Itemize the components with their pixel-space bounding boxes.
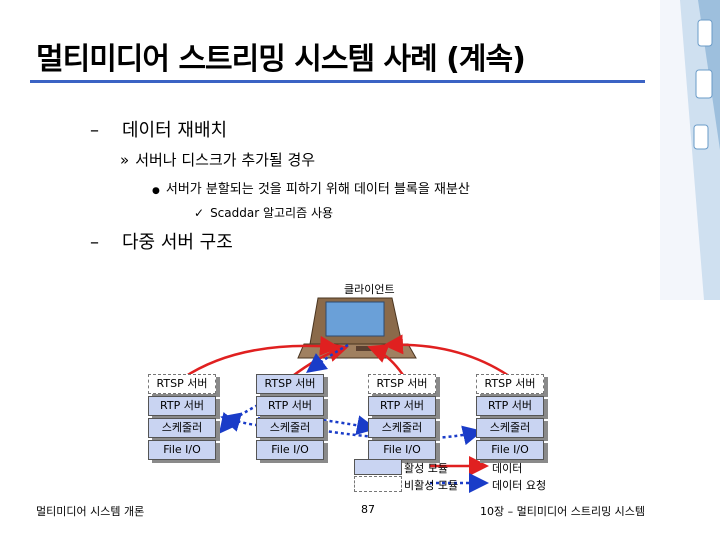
bullet-l1-relocation: –데이터 재배치 bbox=[90, 120, 228, 141]
client-computer-icon bbox=[297, 297, 417, 359]
client-label: 클라이언트 bbox=[344, 283, 395, 296]
rtp-server-module: RTP 서버 bbox=[476, 396, 544, 416]
footer-course-title: 멀티미디어 시스템 개론 bbox=[36, 505, 145, 518]
legend-request-label: 데이터 요청 bbox=[492, 479, 547, 492]
rtsp-server-module: RTSP 서버 bbox=[476, 374, 544, 394]
scheduler-module: 스케줄러 bbox=[256, 418, 324, 438]
chevron-icon: » bbox=[120, 151, 130, 169]
file-io-module: File I/O bbox=[476, 440, 544, 460]
legend-inactive-label: 비활성 모듈 bbox=[404, 479, 459, 492]
legend-active-swatch bbox=[354, 459, 402, 475]
dash-icon: – bbox=[90, 120, 99, 141]
legend-data-label: 데이터 bbox=[492, 462, 523, 475]
rtsp-server-module: RTSP 서버 bbox=[256, 374, 324, 394]
rtsp-server-module: RTSP 서버 bbox=[368, 374, 436, 394]
page-title: 멀티미디어 스트리밍 시스템 사례 (계속) bbox=[36, 42, 526, 77]
scheduler-module: 스케줄러 bbox=[476, 418, 544, 438]
bullet-l1-multi-server: –다중 서버 구조 bbox=[90, 232, 233, 253]
footer-chapter-title: 10장 – 멀티미디어 스트리밍 시스템 bbox=[480, 505, 646, 518]
dash-icon: – bbox=[90, 232, 99, 253]
footer-page-number: 87 bbox=[361, 503, 375, 516]
data-arrow-1 bbox=[182, 335, 340, 380]
rtp-server-module: RTP 서버 bbox=[368, 396, 436, 416]
corner-decoration bbox=[660, 0, 720, 300]
legend-active-label: 활성 모듈 bbox=[404, 462, 448, 475]
bullet-l3-redistribute: ●서버가 분할되는 것을 피하기 위해 데이터 블록을 재분산 bbox=[152, 182, 470, 197]
data-arrow-4 bbox=[383, 334, 513, 380]
legend-inactive-swatch bbox=[354, 476, 402, 492]
scheduler-module: 스케줄러 bbox=[148, 418, 216, 438]
file-io-module: File I/O bbox=[368, 440, 436, 460]
rtsp-server-module: RTSP 서버 bbox=[148, 374, 216, 394]
server-4: RTSP 서버 RTP 서버 스케줄러 File I/O bbox=[476, 374, 544, 462]
rtp-server-module: RTP 서버 bbox=[256, 396, 324, 416]
file-io-module: File I/O bbox=[256, 440, 324, 460]
rtp-server-module: RTP 서버 bbox=[148, 396, 216, 416]
title-underline bbox=[30, 80, 645, 83]
check-icon: ✓ bbox=[194, 206, 205, 220]
dot-icon: ● bbox=[152, 186, 160, 196]
file-io-module: File I/O bbox=[148, 440, 216, 460]
server-1: RTSP 서버 RTP 서버 스케줄러 File I/O bbox=[148, 374, 216, 462]
bullet-l4-scaddar: ✓Scaddar 알고리즘 사용 bbox=[194, 206, 334, 220]
scheduler-module: 스케줄러 bbox=[368, 418, 436, 438]
server-2: RTSP 서버 RTP 서버 스케줄러 File I/O bbox=[256, 374, 324, 462]
bullet-l2-add-server: »서버나 디스크가 추가될 경우 bbox=[120, 151, 316, 169]
server-3: RTSP 서버 RTP 서버 스케줄러 File I/O bbox=[368, 374, 436, 462]
